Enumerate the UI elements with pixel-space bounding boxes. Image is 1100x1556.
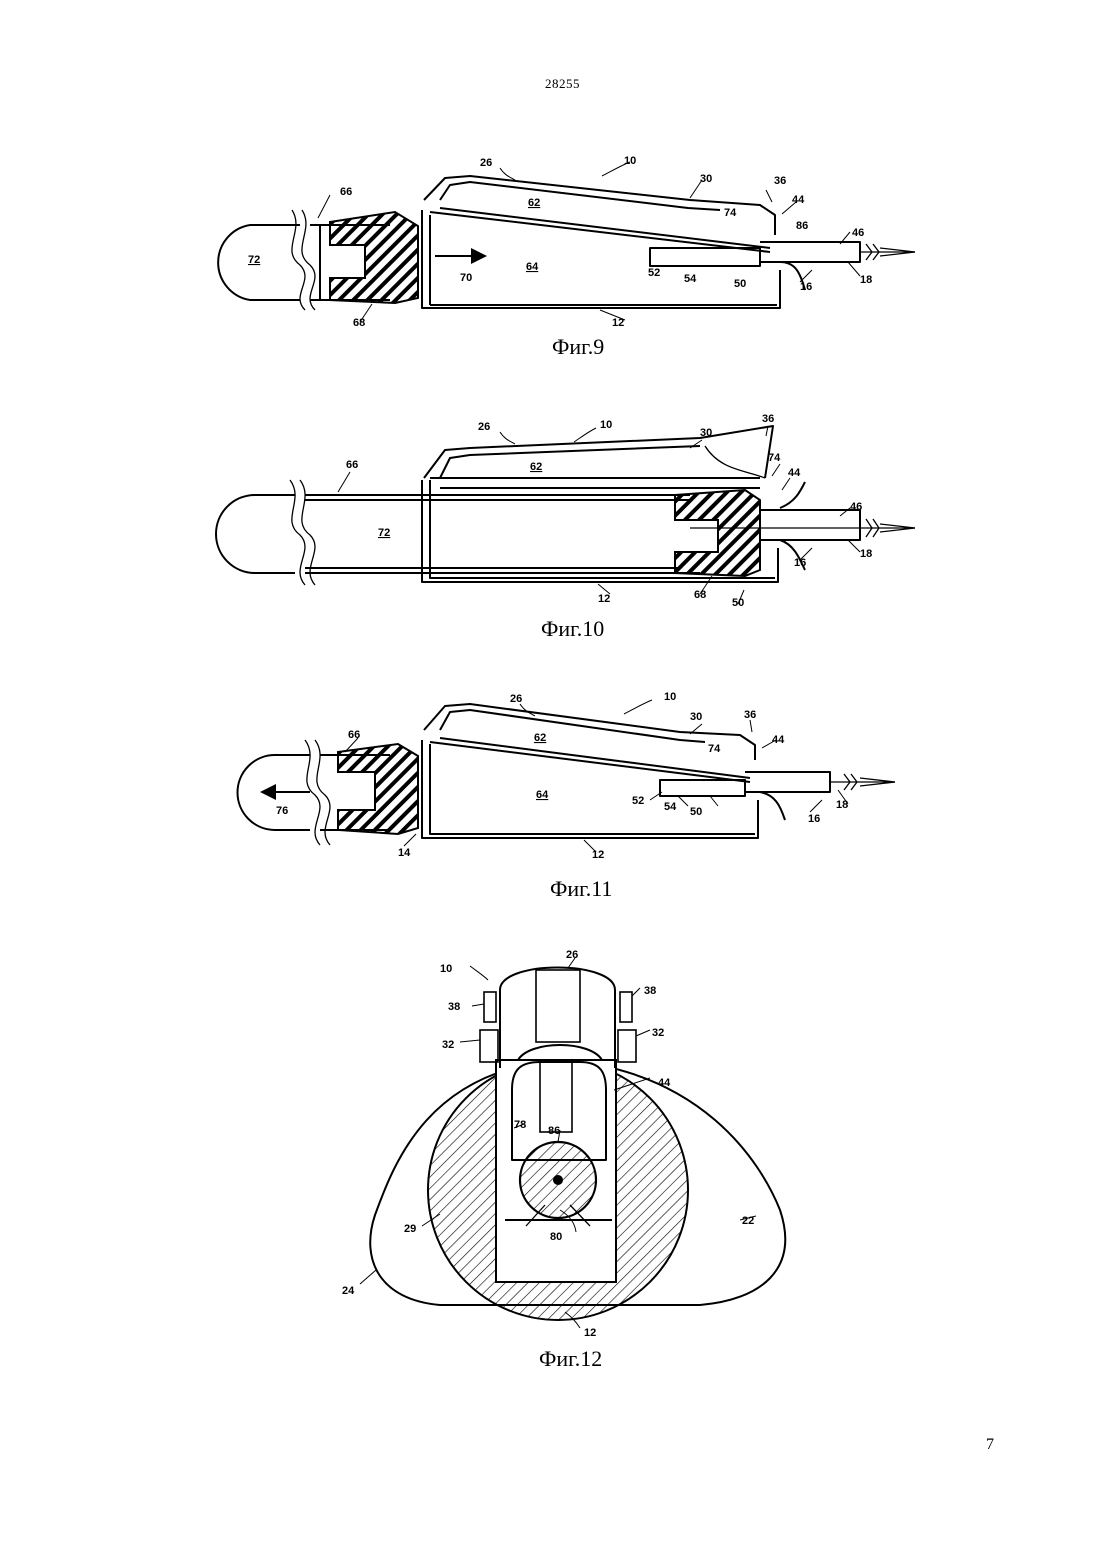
label-24: 24 xyxy=(342,1285,355,1297)
lever-26 xyxy=(424,704,755,778)
label-70: 70 xyxy=(460,272,472,284)
figure-12-caption: Фиг.12 xyxy=(539,1346,602,1372)
stopper-68 xyxy=(330,212,418,303)
figure-12-drawing: 10 26 38 38 32 32 44 78 86 29 22 80 24 1… xyxy=(0,940,1100,1350)
label-16: 16 xyxy=(800,281,812,293)
label-72: 72 xyxy=(378,527,390,539)
side-clips xyxy=(480,992,636,1062)
page-number: 7 xyxy=(986,1436,994,1454)
label-62: 62 xyxy=(530,461,542,473)
label-74: 74 xyxy=(768,452,781,464)
label-12: 12 xyxy=(598,593,610,605)
label-52: 52 xyxy=(632,795,644,807)
label-62: 62 xyxy=(528,197,540,209)
figure-9-drawing: 26 10 30 36 44 74 86 46 62 64 72 66 68 7… xyxy=(0,140,1100,340)
label-66: 66 xyxy=(348,729,360,741)
label-10: 10 xyxy=(624,155,636,167)
label-12: 12 xyxy=(612,317,624,329)
label-12: 12 xyxy=(584,1327,596,1339)
label-38-left: 38 xyxy=(448,1001,460,1013)
label-80: 80 xyxy=(550,1231,562,1243)
label-29: 29 xyxy=(404,1223,416,1235)
label-86: 86 xyxy=(796,220,808,232)
label-16: 16 xyxy=(808,813,820,825)
label-26: 26 xyxy=(566,949,578,961)
label-12: 12 xyxy=(592,849,604,861)
label-10: 10 xyxy=(440,963,452,975)
container-66 xyxy=(216,480,700,585)
label-50: 50 xyxy=(732,597,744,609)
label-66: 66 xyxy=(346,459,358,471)
label-76: 76 xyxy=(276,805,288,817)
label-54: 54 xyxy=(684,273,697,285)
label-10: 10 xyxy=(600,419,612,431)
label-30: 30 xyxy=(690,711,702,723)
label-68: 68 xyxy=(694,589,706,601)
label-74: 74 xyxy=(708,743,721,755)
holder-body-12 xyxy=(422,210,780,308)
label-78: 78 xyxy=(514,1119,526,1131)
label-68: 68 xyxy=(353,317,365,329)
label-36: 36 xyxy=(744,709,756,721)
label-64: 64 xyxy=(526,261,539,273)
label-36: 36 xyxy=(774,175,786,187)
figure-11-caption: Фиг.11 xyxy=(550,876,612,902)
shaft-86 xyxy=(520,1142,596,1218)
label-38-right: 38 xyxy=(644,985,656,997)
stopper xyxy=(338,744,418,834)
label-10: 10 xyxy=(664,691,676,703)
label-16: 16 xyxy=(794,557,806,569)
label-64: 64 xyxy=(536,789,549,801)
label-74: 74 xyxy=(724,207,737,219)
label-36: 36 xyxy=(762,413,774,425)
label-22: 22 xyxy=(742,1215,754,1227)
label-14: 14 xyxy=(398,847,411,859)
label-30: 30 xyxy=(700,173,712,185)
label-72: 72 xyxy=(248,254,260,266)
label-46: 46 xyxy=(850,501,862,513)
label-26: 26 xyxy=(478,421,490,433)
document-number: 28255 xyxy=(0,76,1100,92)
label-32-right: 32 xyxy=(652,1027,664,1039)
label-50: 50 xyxy=(734,278,746,290)
label-50: 50 xyxy=(690,806,702,818)
label-62: 62 xyxy=(534,732,546,744)
figure-11-drawing: 26 10 30 36 44 74 62 64 66 76 52 54 50 1… xyxy=(0,690,1100,870)
label-66: 66 xyxy=(340,186,352,198)
figure-9-caption: Фиг.9 xyxy=(552,334,604,360)
lever-26 xyxy=(424,176,775,248)
label-44: 44 xyxy=(772,734,785,746)
label-18: 18 xyxy=(860,548,872,560)
label-44: 44 xyxy=(792,194,805,206)
label-54: 54 xyxy=(664,801,677,813)
label-52: 52 xyxy=(648,267,660,279)
label-30: 30 xyxy=(700,427,712,439)
label-44: 44 xyxy=(788,467,801,479)
label-46: 46 xyxy=(852,227,864,239)
label-18: 18 xyxy=(860,274,872,286)
label-26: 26 xyxy=(480,157,492,169)
figure-10-caption: Фиг.10 xyxy=(541,616,604,642)
figure-10-drawing: 26 10 30 36 74 44 46 62 72 66 68 50 16 1… xyxy=(0,410,1100,610)
stopper-68 xyxy=(675,490,760,576)
label-86: 86 xyxy=(548,1125,560,1137)
label-26: 26 xyxy=(510,693,522,705)
label-44: 44 xyxy=(658,1077,671,1089)
label-32-left: 32 xyxy=(442,1039,454,1051)
label-18: 18 xyxy=(836,799,848,811)
